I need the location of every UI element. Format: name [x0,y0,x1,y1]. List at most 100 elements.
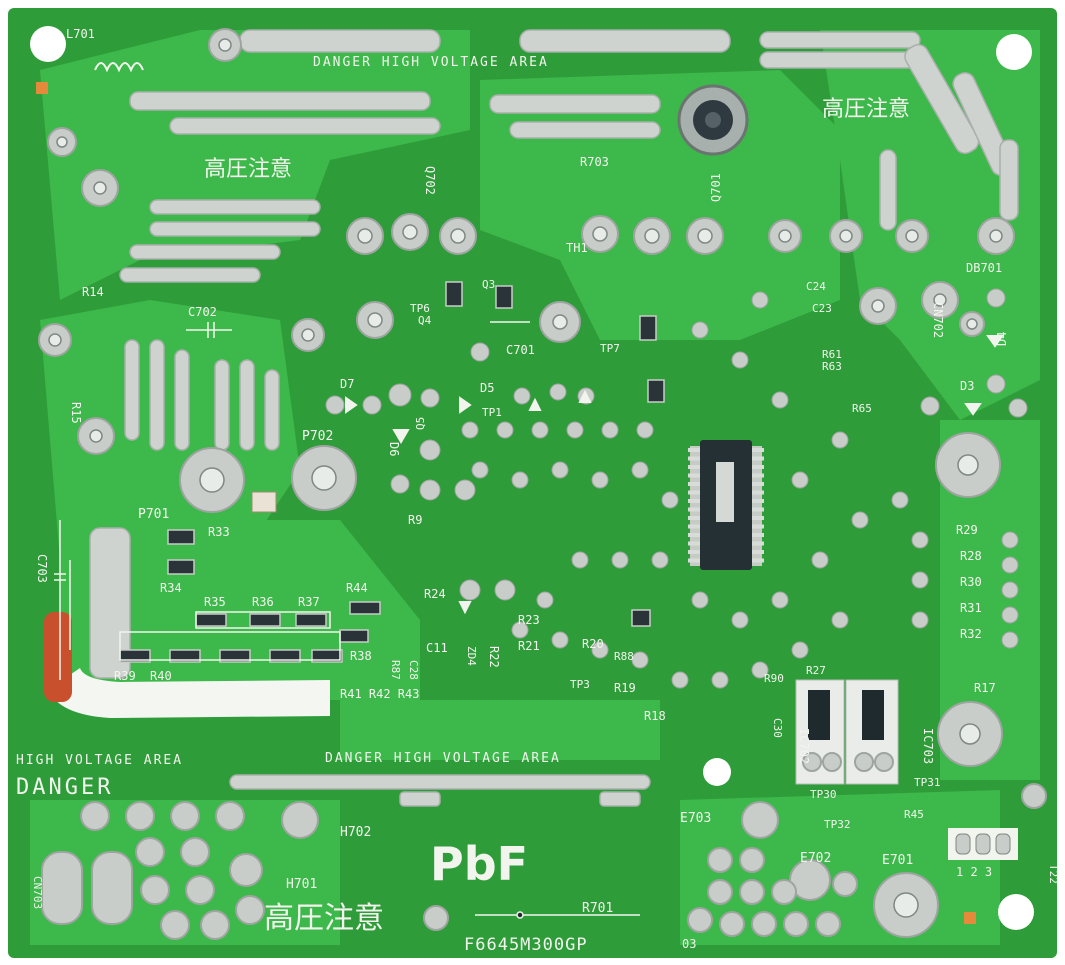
ref-zd4: ZD4 [465,646,478,666]
ic-pin-left [688,550,700,554]
silk-danger-top: DANGER HIGH VOLTAGE AREA [313,55,549,70]
silk-warning-cn-1: 高圧注意 [204,157,292,182]
ref-e703: E703 [680,811,711,826]
ref-r14: R14 [82,285,104,299]
ref-r31: R31 [960,601,982,615]
ref-d5: D5 [480,381,494,395]
ic-pin-left [688,456,700,461]
ref-c702: C702 [188,305,217,319]
ref-r40: R40 [150,669,172,683]
ic-pin-left [688,448,700,452]
silk-warning-cn-3: 高圧注意 [264,901,384,936]
tinned-rails [89,29,1019,807]
silkscreen-text: DANGER HIGH VOLTAGE AREA DANGER HIGH VOL… [16,55,992,955]
ref-r61: R61 [822,348,842,361]
ref-tp30: TP30 [810,788,837,801]
ref-p702: P702 [302,429,333,444]
ref-tp31: TP31 [914,776,941,789]
ic-pin-right [752,499,764,503]
ref-db701: DB701 [966,261,1002,275]
pad-cluster-e702 [423,847,858,937]
silk-warning-cn-2: 高圧注意 [822,97,910,122]
diode-symbols [345,335,1004,615]
ic-pin-left [688,558,700,563]
ref-h701: H701 [286,877,317,892]
red-capacitor-c703 [44,612,72,702]
ic-pin-right [752,473,764,478]
ref-r32: R32 [960,627,982,641]
silk-pin-numbers: 1 2 3 [956,865,992,879]
ic-pin-right [752,482,764,486]
ic-pin-left [688,533,700,537]
ref-r41-43: R41 R42 R43 [340,687,419,701]
dense-via-field [325,288,1028,689]
ref-tp3: TP3 [570,678,590,691]
ref-r28: R28 [960,549,982,563]
ref-cn703: CN703 [31,876,44,909]
ref-r29: R29 [956,523,978,537]
ref-tp6: TP6 [410,302,430,315]
ref-r18: R18 [644,709,666,723]
ic-pin-right [752,550,764,554]
silk-rev: 03 [682,937,696,951]
silk-outlines [54,321,640,919]
ic-pin-right [752,507,764,512]
ref-r37: R37 [298,595,320,609]
l701-coil-silk [94,62,144,73]
ref-c11: C11 [426,641,448,655]
ref-tp7: TP7 [600,342,620,355]
ref-r17: R17 [974,681,996,695]
ref-r21: R21 [518,639,540,653]
ref-d7: D7 [340,377,354,391]
ref-r38: R38 [350,649,372,663]
ic-pin-right [752,516,764,520]
ref-tp1: TP1 [482,406,502,419]
ref-l701: L701 [66,27,95,41]
ic-pin-left [688,541,700,546]
ic-pin-right [752,524,764,529]
ref-r20: R20 [582,637,604,651]
ref-r19: R19 [614,681,636,695]
silk-danger-middle: DANGER HIGH VOLTAGE AREA [325,751,561,766]
ref-r24: R24 [424,587,446,601]
ic-pin-right [752,448,764,452]
ic-pin-left [688,490,700,495]
silk-pbf: PbF [430,837,528,891]
silk-part-number: F6645M300GP [464,935,588,955]
ic-pin-right [752,533,764,537]
ref-r701: R701 [582,901,613,916]
ref-e701: E701 [882,853,913,868]
hv-keepout-stripe [48,668,330,718]
reference-designators: L701 Q702 R703 Q701 TH1 DB701 R14 C702 C… [31,27,1060,916]
ic-pin-left [688,482,700,486]
main-ic [688,440,764,570]
ref-q3: Q3 [482,278,495,291]
ref-cn702: CN702 [931,302,945,338]
ref-r45: R45 [904,808,924,821]
ref-q702: Q702 [423,166,437,195]
silk-high-voltage-area: HIGH VOLTAGE AREA [16,753,183,768]
ref-d6: D6 [387,442,401,456]
ref-t22: T22 [1047,864,1060,884]
ref-d3: D3 [960,379,974,393]
ref-p701: P701 [138,507,169,522]
ref-e702: E702 [800,851,831,866]
ref-r63: R63 [822,360,842,373]
ref-r27: R27 [806,664,826,677]
ref-ic703: IC703 [921,728,935,764]
ic-pin-left [688,465,700,469]
ref-r87: R87 [389,660,402,680]
ic702-ic703-footprints [795,679,899,785]
ref-tp32: TP32 [824,818,851,831]
ref-h702: H702 [340,825,371,840]
ic-pin-right [752,541,764,546]
ref-r35: R35 [204,595,226,609]
ref-c701: C701 [506,343,535,357]
ref-r22: R22 [487,646,501,668]
connector-cn703-pads [41,801,265,940]
ic-pin-left [688,507,700,512]
ref-r44: R44 [346,581,368,595]
ref-r30: R30 [960,575,982,589]
ref-c703: C703 [35,554,49,583]
